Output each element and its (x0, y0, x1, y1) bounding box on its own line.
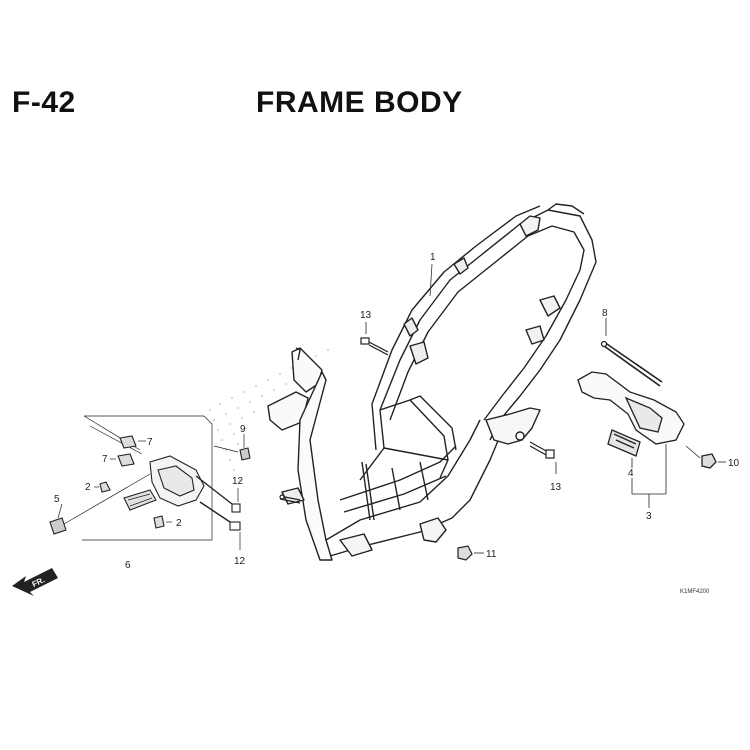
callout-2a: 2 (85, 482, 91, 493)
callout-11: 11 (486, 549, 497, 560)
main-stand-assembly (577, 318, 726, 508)
bolt-13-upper (360, 322, 389, 356)
nut-11 (457, 545, 484, 561)
bracket-assembly (49, 415, 251, 550)
callout-12b: 12 (234, 556, 246, 567)
callout-7a: 7 (147, 437, 153, 448)
callout-7b: 7 (102, 454, 108, 465)
leader-1 (429, 263, 433, 297)
callout-9: 9 (240, 424, 246, 435)
front-direction-arrow-icon: FR. (12, 568, 58, 596)
callout-10: 10 (728, 458, 740, 469)
callout-13a: 13 (360, 310, 372, 321)
callout-5: 5 (54, 494, 60, 505)
callout-4: 4 (628, 468, 634, 479)
callout-6: 6 (125, 560, 131, 571)
callout-13b: 13 (550, 482, 562, 493)
callout-12a: 12 (232, 476, 244, 487)
callout-8: 8 (602, 308, 608, 319)
bolt-13-lower (529, 441, 557, 474)
callout-3: 3 (646, 511, 652, 522)
head-mount-bolts (279, 494, 301, 504)
callout-2b: 2 (176, 518, 182, 529)
callout-1: 1 (430, 252, 436, 263)
halftone-shading (209, 349, 329, 481)
main-frame (267, 203, 597, 561)
diagram-title: FRAME BODY (256, 86, 463, 119)
diagram-code: F-42 (12, 86, 76, 119)
reference-code: K1MF4200 (680, 589, 710, 595)
